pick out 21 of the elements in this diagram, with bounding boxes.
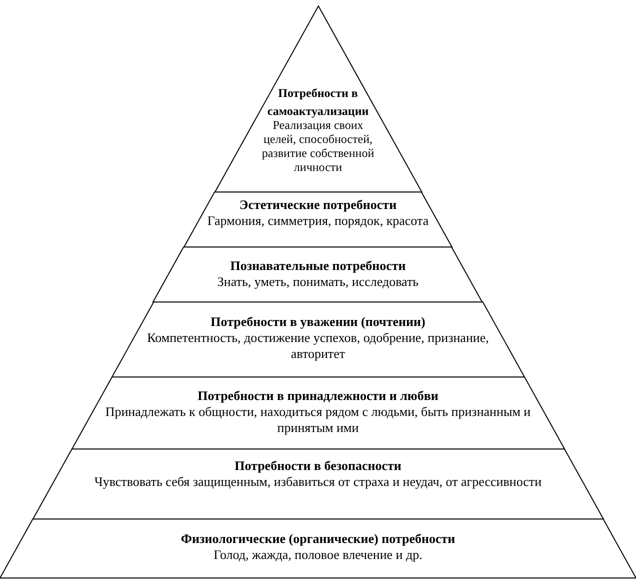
pyramid-level bbox=[0, 519, 636, 578]
level-description: Знать, уметь, понимать, исследовать bbox=[217, 274, 419, 289]
level-title: Познавательные потребности bbox=[230, 258, 406, 273]
pyramid-level bbox=[184, 192, 452, 247]
level-description: Голод, жажда, половое влечение и др. bbox=[214, 547, 422, 562]
level-description: Чувствовать себя защищенным, избавиться от страха и неудач, от агрессивности bbox=[94, 474, 542, 489]
pyramid-level bbox=[72, 377, 564, 449]
level-title: Физиологические (органические) потребности bbox=[180, 531, 456, 546]
level-title: Потребности в самоактуализации bbox=[267, 86, 369, 118]
level-title: Эстетические потребности bbox=[239, 197, 397, 212]
level-description: Компетентность, достижение успехов, одобрение, признание, авторитет bbox=[147, 330, 489, 361]
pyramid-level bbox=[153, 247, 483, 302]
pyramid-level bbox=[32, 449, 604, 519]
level-description: Гармония, симметрия, порядок, красота bbox=[207, 213, 429, 228]
level-title: Потребности в уважении (почтении) bbox=[210, 314, 426, 329]
level-title: Потребности в принадлежности и любви bbox=[198, 388, 438, 403]
pyramid-level bbox=[112, 302, 524, 377]
level-title: Потребности в безопасности bbox=[234, 458, 402, 473]
pyramid-level bbox=[214, 6, 422, 192]
level-description: Реализация своих целей, способностей, развитие собственной личности bbox=[262, 118, 374, 174]
level-description: Принадлежать к общности, находиться рядом с людьми, быть признанным и принятым ими bbox=[105, 404, 531, 435]
